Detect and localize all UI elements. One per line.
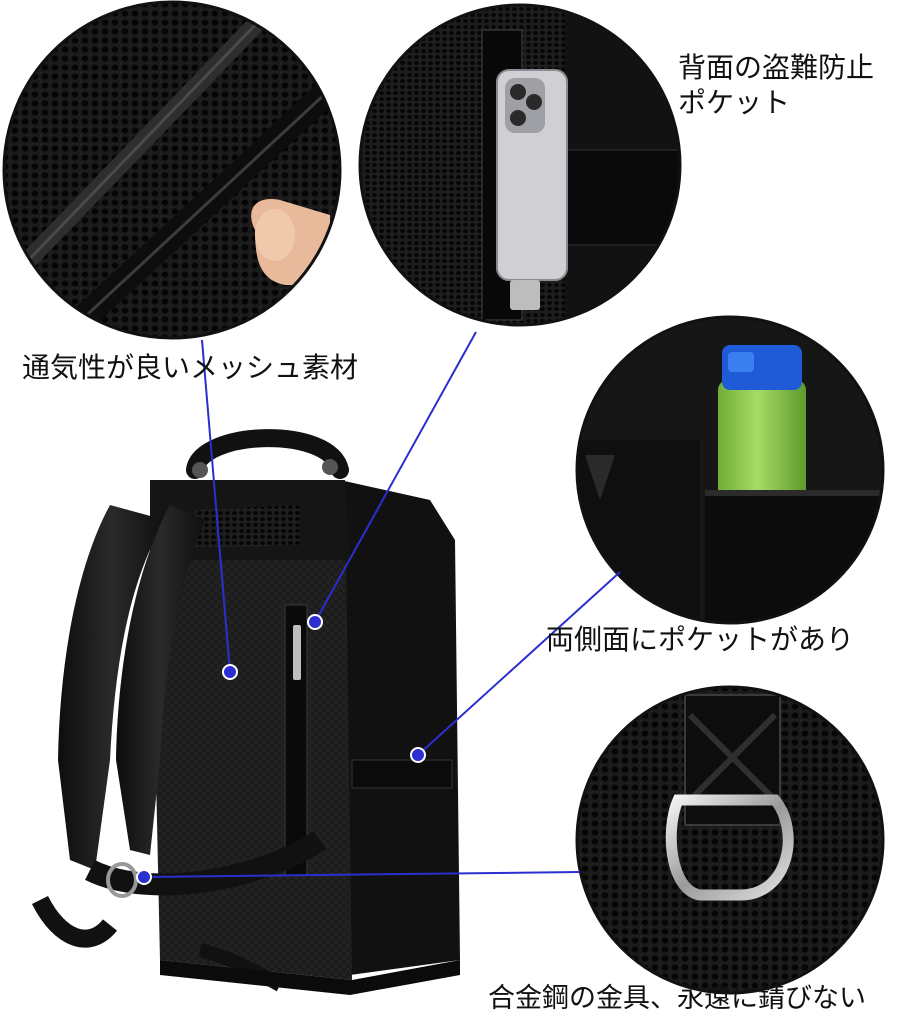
leader-line-anti-theft: [314, 331, 477, 623]
anti-theft-pocket-closeup: [358, 3, 682, 327]
caption-side-pocket: 両側面にポケットがあり: [546, 623, 855, 656]
caption-anti-theft-line1: 背面の盗難防止: [678, 51, 875, 84]
leader-line-side: [417, 571, 621, 756]
side-pocket-closeup: [575, 315, 885, 625]
mesh-closeup: [2, 0, 342, 340]
leader-dot-anti-theft: [307, 614, 323, 630]
leader-dot-metal: [136, 869, 152, 885]
leader-lines: [143, 331, 621, 878]
leader-line-metal: [143, 871, 581, 878]
leader-dot-side: [410, 747, 426, 763]
leader-dot-mesh: [222, 664, 238, 680]
caption-anti-theft-line2: ポケット: [678, 86, 791, 119]
leader-line-mesh: [201, 339, 231, 673]
caption-metal-hardware: 合金鋼の金具、永遠に錆びない: [488, 983, 866, 1014]
backpack: [31, 429, 460, 995]
d-ring-closeup: [575, 685, 885, 995]
leader-dots: [136, 614, 426, 885]
caption-mesh: 通気性が良いメッシュ素材: [22, 351, 359, 384]
caption-anti-theft: 背面の盗難防止 ポケット: [678, 50, 874, 120]
